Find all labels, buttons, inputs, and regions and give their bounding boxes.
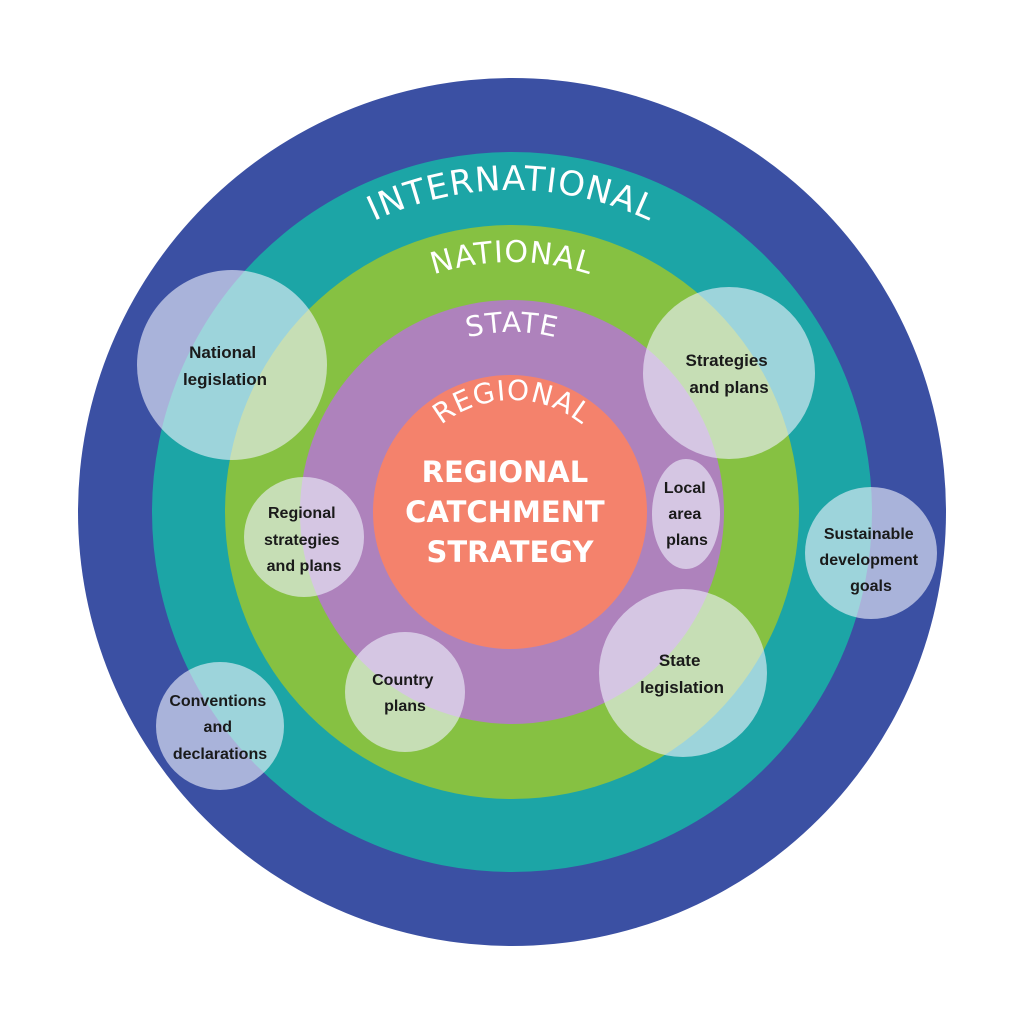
svg-text:National legislation: National legislation [183,343,267,389]
svg-text:Conventions and de: Conventions and declarations [169,693,270,763]
center-title-line-1: REGIONAL [422,455,589,489]
svg-text:Country plans: Country plans [372,672,438,715]
svg-text:Local area plans: Local area plans [664,480,710,549]
bubble-local-area-plans: Local area plans [652,459,720,569]
svg-text:Sustainable development: Sustainable development goals [819,526,922,595]
center-title: REGIONAL CATCHMENT STRATEGY [405,455,615,569]
bubble-country-plans: Country plans [345,632,465,752]
svg-text:State legislation: State legislation [640,651,724,697]
bubble-strategies-and-plans: Strategies and plans [643,287,815,459]
state-label: STATE [463,306,562,344]
bubble-state-legislation: State legislation [599,589,767,757]
svg-text:Regional strategies: Regional strategies and plans [264,505,344,575]
center-title-line-2: CATCHMENT [405,495,605,529]
bubble-conventions-and-declarations: Conventions and declarations [156,662,284,790]
center-title-line-3: STRATEGY [427,535,595,569]
bubble-national-legislation: National legislation [137,270,327,460]
bubble-regional-strategies-and-plans: Regional strategies and plans [244,477,364,597]
center-circle [373,375,647,649]
svg-text:Strategies and plans: Strategies and plans [686,351,773,397]
bubble-sustainable-development-goals: Sustainable development goals [805,487,937,619]
